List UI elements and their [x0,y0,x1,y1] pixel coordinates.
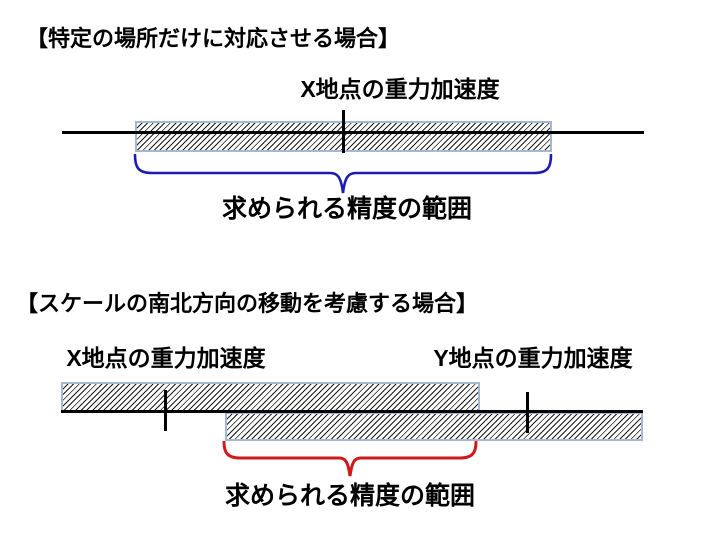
section1-x-gravity-label: X地点の重力加速度 [300,76,500,102]
section1-title: 【特定の場所だけに対応させる場合】 [26,26,401,51]
section1-x-tick [342,110,345,153]
section2-axis-line [61,410,643,413]
section1-underbrace-icon [133,154,553,194]
section2-y-tick [526,392,529,433]
section2-x-gravity-label: X地点の重力加速度 [66,345,266,371]
section1-range-label: 求められる精度の範囲 [221,195,472,223]
section2-y-gravity-label: Y地点の重力加速度 [433,345,633,371]
section2-upper-precision-band [61,382,480,412]
section2-title: 【スケールの南北方向の移動を考慮する場合】 [16,291,479,316]
section2-x-tick [164,390,167,431]
section2-underbrace-icon [222,441,478,477]
section1-axis-line [62,131,644,134]
section2-range-label: 求められる精度の範囲 [225,482,476,510]
section2-lower-precision-band [225,412,643,441]
